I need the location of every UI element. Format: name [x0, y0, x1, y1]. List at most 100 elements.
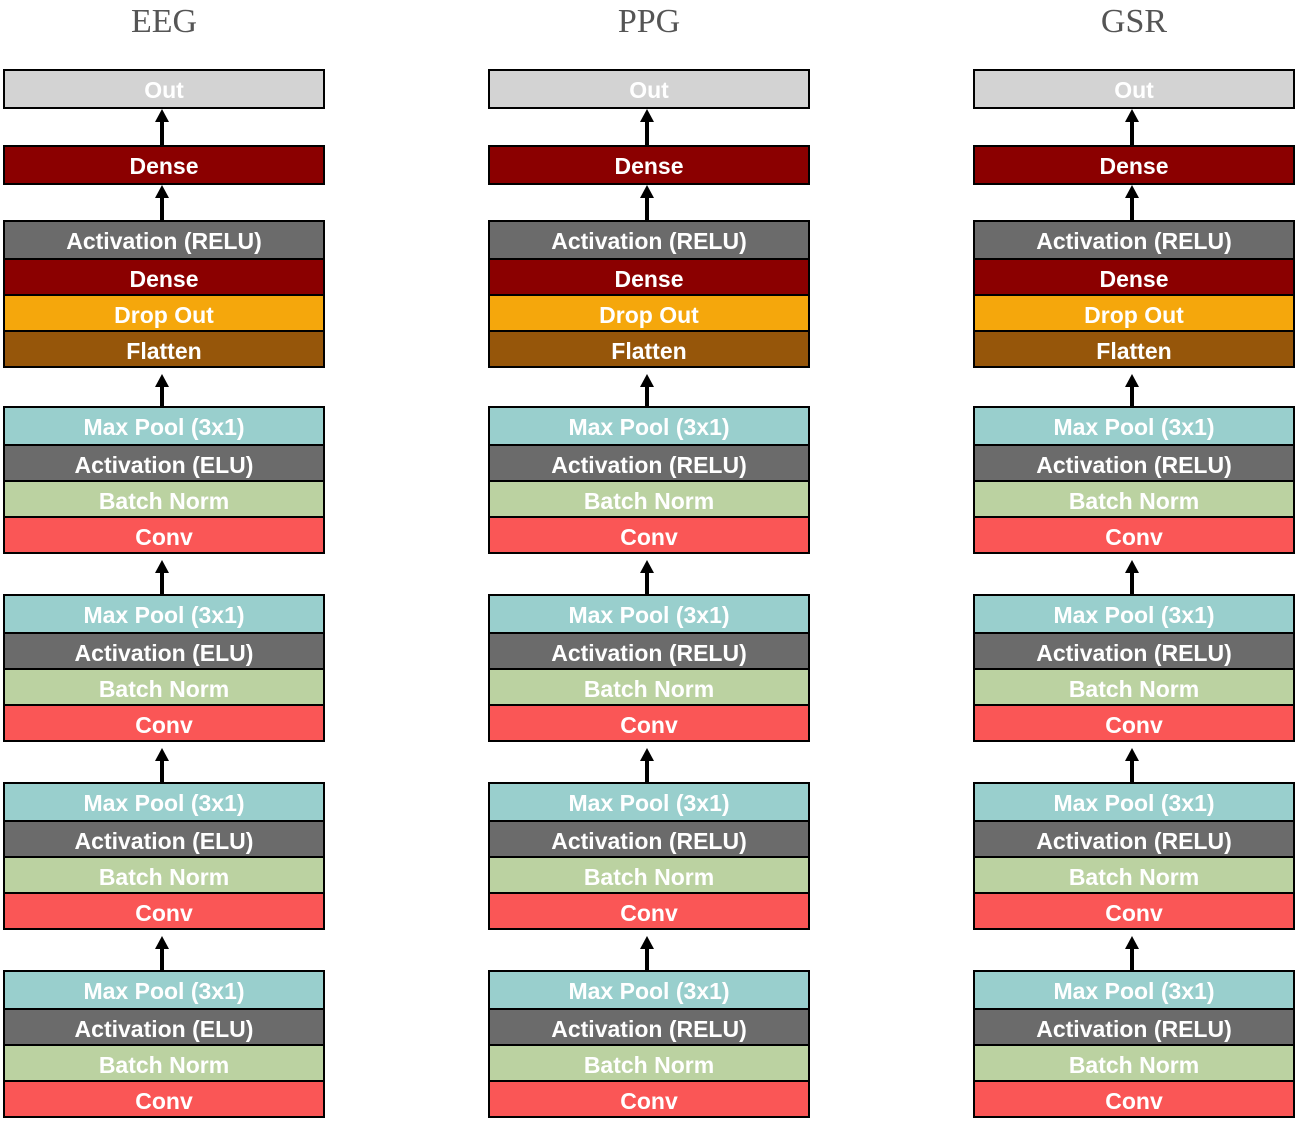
activation-layer: Activation (RELU) — [975, 444, 1293, 480]
dense-layer: Dense — [490, 147, 808, 183]
activation-layer: Activation (RELU) — [490, 444, 808, 480]
maxpool-layer: Max Pool (3x1) — [5, 596, 323, 632]
conv-block-3: Max Pool (3x1)Activation (RELU)Batch Nor… — [973, 782, 1295, 930]
activation-layer: Activation (RELU) — [975, 820, 1293, 856]
activation-layer: Activation (RELU) — [5, 222, 323, 258]
activation-layer: Activation (RELU) — [490, 1008, 808, 1044]
out-layer: Out — [975, 71, 1293, 107]
conv-layer: Conv — [975, 704, 1293, 740]
dropout-layer: Drop Out — [5, 294, 323, 330]
batchnorm-layer: Batch Norm — [975, 1044, 1293, 1080]
output-block: Out — [973, 69, 1295, 109]
conv-block-2: Max Pool (3x1)Activation (ELU)Batch Norm… — [3, 594, 325, 742]
batchnorm-layer: Batch Norm — [975, 668, 1293, 704]
conv-block-1: Max Pool (3x1)Activation (RELU)Batch Nor… — [973, 406, 1295, 554]
dense-block: Dense — [488, 145, 810, 185]
maxpool-layer: Max Pool (3x1) — [5, 784, 323, 820]
conv-layer: Conv — [975, 892, 1293, 928]
maxpool-layer: Max Pool (3x1) — [5, 972, 323, 1008]
maxpool-layer: Max Pool (3x1) — [490, 972, 808, 1008]
flow-arrow-up-icon — [155, 185, 169, 220]
flatten-layer: Flatten — [975, 330, 1293, 366]
conv-layer: Conv — [975, 1080, 1293, 1116]
conv-block-2: Max Pool (3x1)Activation (RELU)Batch Nor… — [488, 594, 810, 742]
column-title: GSR — [1100, 3, 1168, 40]
maxpool-layer: Max Pool (3x1) — [975, 408, 1293, 444]
flow-arrow-up-icon — [640, 185, 654, 220]
conv-layer: Conv — [5, 516, 323, 552]
flow-arrow-up-icon — [155, 936, 169, 970]
conv-block-4: Max Pool (3x1)Activation (RELU)Batch Nor… — [973, 970, 1295, 1118]
out-layer: Out — [5, 71, 323, 107]
maxpool-layer: Max Pool (3x1) — [975, 972, 1293, 1008]
batchnorm-layer: Batch Norm — [490, 668, 808, 704]
conv-block-1: Max Pool (3x1)Activation (ELU)Batch Norm… — [3, 406, 325, 554]
batchnorm-layer: Batch Norm — [5, 668, 323, 704]
maxpool-layer: Max Pool (3x1) — [490, 784, 808, 820]
flow-arrow-up-icon — [640, 109, 654, 145]
maxpool-layer: Max Pool (3x1) — [975, 784, 1293, 820]
maxpool-layer: Max Pool (3x1) — [5, 408, 323, 444]
dense-block: Dense — [3, 145, 325, 185]
batchnorm-layer: Batch Norm — [975, 856, 1293, 892]
flow-arrow-up-icon — [1125, 936, 1139, 970]
maxpool-layer: Max Pool (3x1) — [490, 596, 808, 632]
activation-layer: Activation (RELU) — [975, 632, 1293, 668]
flatten-layer: Flatten — [490, 330, 808, 366]
batchnorm-layer: Batch Norm — [975, 480, 1293, 516]
batchnorm-layer: Batch Norm — [490, 856, 808, 892]
flow-arrow-up-icon — [1125, 560, 1139, 594]
activation-layer: Activation (RELU) — [975, 222, 1293, 258]
conv-layer: Conv — [5, 892, 323, 928]
flow-arrow-up-icon — [155, 374, 169, 406]
column-title: EEG — [130, 3, 198, 40]
activation-layer: Activation (ELU) — [5, 1008, 323, 1044]
dense-block: Dense — [973, 145, 1295, 185]
batchnorm-layer: Batch Norm — [490, 1044, 808, 1080]
dense-layer: Dense — [5, 258, 323, 294]
activation-layer: Activation (ELU) — [5, 444, 323, 480]
flow-arrow-up-icon — [640, 936, 654, 970]
conv-layer: Conv — [490, 704, 808, 740]
flow-arrow-up-icon — [1125, 109, 1139, 145]
batchnorm-layer: Batch Norm — [5, 480, 323, 516]
activation-layer: Activation (ELU) — [5, 820, 323, 856]
batchnorm-layer: Batch Norm — [490, 480, 808, 516]
activation-layer: Activation (RELU) — [490, 222, 808, 258]
conv-layer: Conv — [490, 1080, 808, 1116]
maxpool-layer: Max Pool (3x1) — [975, 596, 1293, 632]
conv-block-3: Max Pool (3x1)Activation (RELU)Batch Nor… — [488, 782, 810, 930]
activation-layer: Activation (RELU) — [490, 632, 808, 668]
activation-layer: Activation (RELU) — [975, 1008, 1293, 1044]
column-title: PPG — [617, 3, 681, 40]
flow-arrow-up-icon — [640, 748, 654, 782]
conv-layer: Conv — [490, 892, 808, 928]
flow-arrow-up-icon — [640, 560, 654, 594]
activation-layer: Activation (ELU) — [5, 632, 323, 668]
conv-block-4: Max Pool (3x1)Activation (ELU)Batch Norm… — [3, 970, 325, 1118]
conv-layer: Conv — [975, 516, 1293, 552]
conv-block-3: Max Pool (3x1)Activation (ELU)Batch Norm… — [3, 782, 325, 930]
flow-arrow-up-icon — [155, 109, 169, 145]
activation-layer: Activation (RELU) — [490, 820, 808, 856]
output-block: Out — [3, 69, 325, 109]
conv-layer: Conv — [5, 1080, 323, 1116]
batchnorm-layer: Batch Norm — [5, 1044, 323, 1080]
dense-layer: Dense — [975, 147, 1293, 183]
maxpool-layer: Max Pool (3x1) — [490, 408, 808, 444]
conv-layer: Conv — [490, 516, 808, 552]
batchnorm-layer: Batch Norm — [5, 856, 323, 892]
flow-arrow-up-icon — [640, 374, 654, 406]
output-block: Out — [488, 69, 810, 109]
dropout-layer: Drop Out — [490, 294, 808, 330]
conv-block-1: Max Pool (3x1)Activation (RELU)Batch Nor… — [488, 406, 810, 554]
flatten-layer: Flatten — [5, 330, 323, 366]
dense-layer: Dense — [490, 258, 808, 294]
dropout-layer: Drop Out — [975, 294, 1293, 330]
